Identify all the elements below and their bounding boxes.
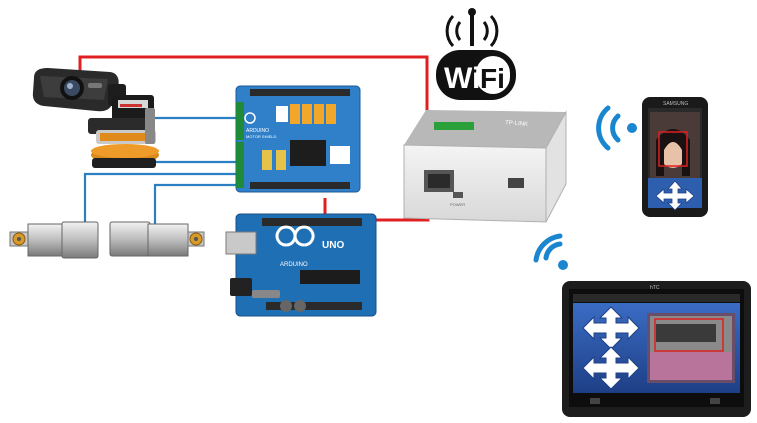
shield-label-text: MOTOR SHIELD <box>246 134 276 139</box>
tablet-icon: hTC <box>562 281 751 417</box>
shield-logo-text: ARDUINO <box>246 128 269 134</box>
wifi-right-text: Fi <box>480 63 505 94</box>
phone-brand-text: SAMSUNG <box>663 101 688 107</box>
motor-shield-board: ARDUINO MOTOR SHIELD <box>235 85 361 193</box>
wifi-waves-icon-tablet <box>533 233 568 270</box>
uno-brand-text: ARDUINO <box>280 262 308 268</box>
servo-pan-tilt-icon <box>88 95 159 168</box>
dc-motor-icon-right <box>109 221 205 257</box>
wifi-logo-icon: Wi Fi <box>436 8 516 100</box>
router-brand-text: TP-LINK <box>505 120 528 128</box>
router-port-text: POWER <box>450 202 465 207</box>
wifi-left-text: Wi <box>444 62 480 95</box>
phone-icon: SAMSUNG <box>642 97 708 217</box>
uno-model-text: UNO <box>322 240 344 251</box>
blue-wire-motor-2 <box>153 183 238 225</box>
dc-motor-icon-left <box>9 221 99 259</box>
blue-wire-motor-1 <box>83 172 238 225</box>
tablet-brand-text: hTC <box>650 285 660 291</box>
wifi-waves-icon-phone <box>596 105 637 151</box>
red-wire-camera-router <box>78 55 429 138</box>
router-icon: TP-LINK POWER <box>403 110 567 223</box>
direction-pad-icon-tablet-bottom <box>582 346 640 390</box>
direction-pad-icon-phone <box>655 180 695 211</box>
arduino-uno-board: ARDUINO UNO <box>225 213 377 317</box>
